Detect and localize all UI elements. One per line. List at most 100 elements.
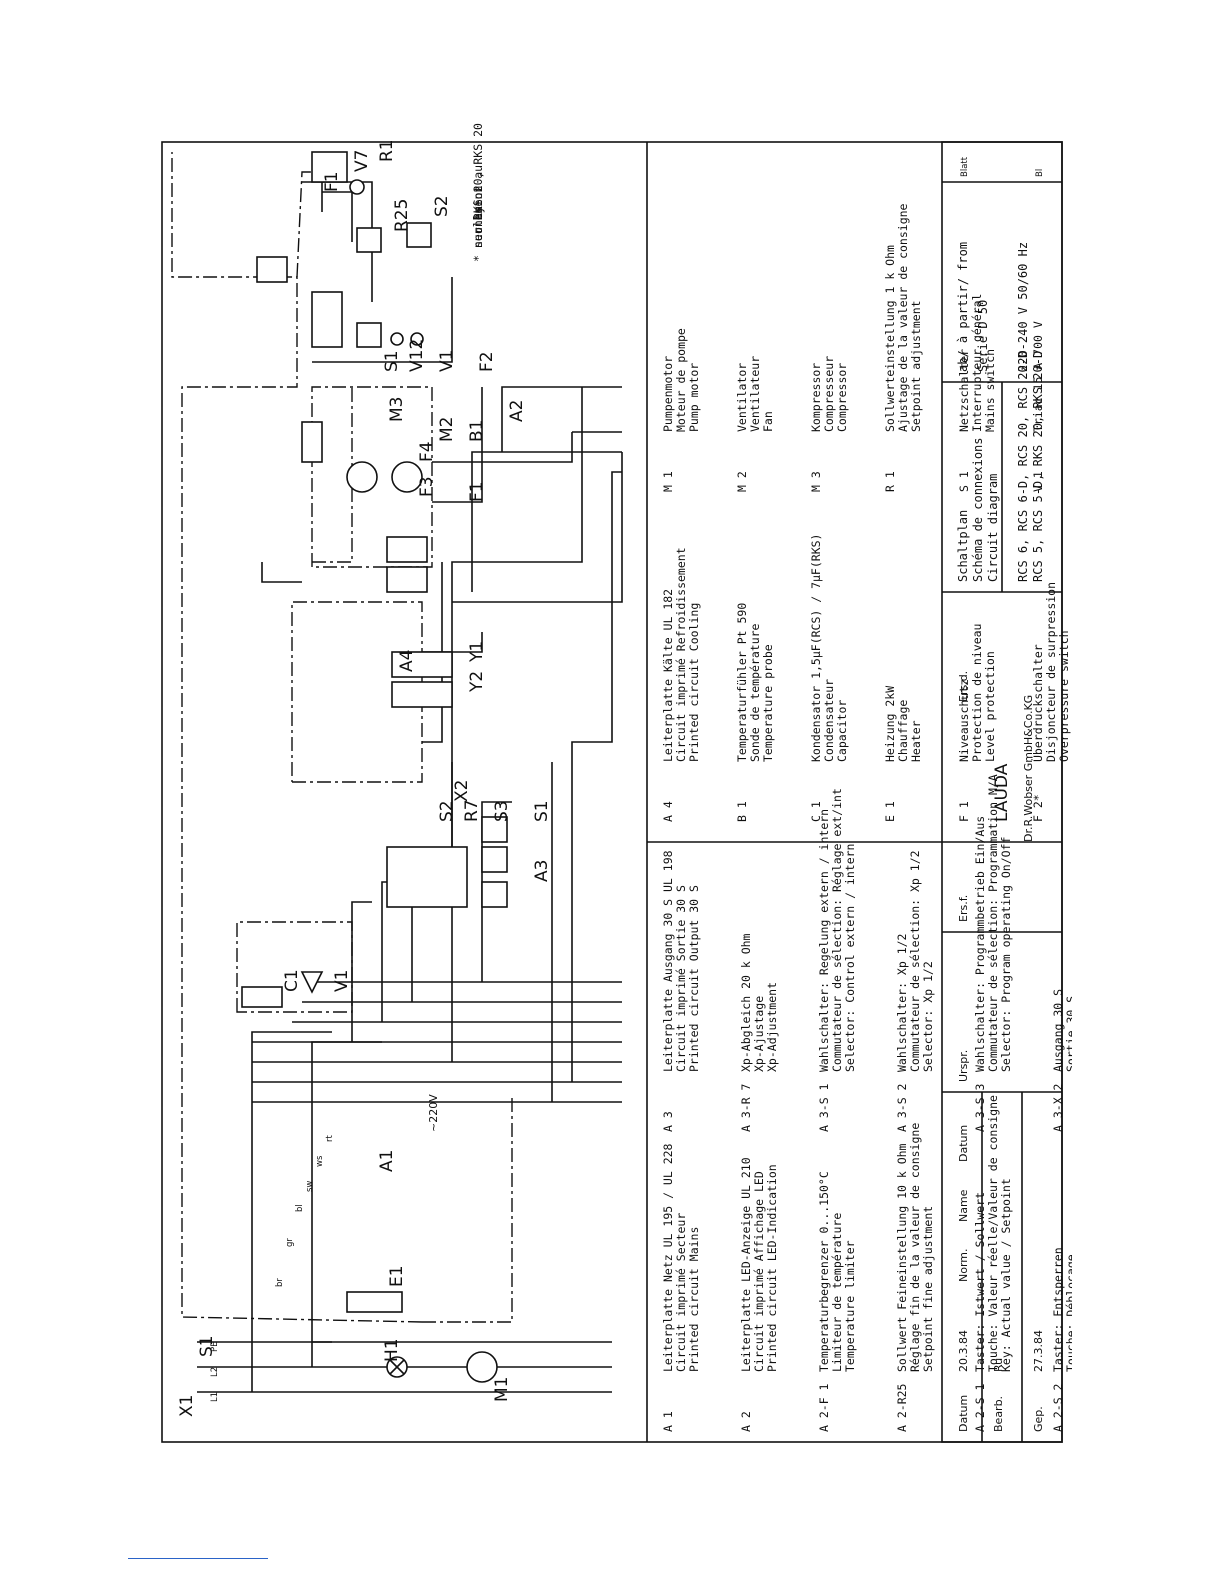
label-v1: V1	[332, 970, 352, 992]
legend-line: Fan	[761, 411, 775, 432]
legend-line: Überdruckschalter	[1029, 644, 1045, 762]
legend-code: V 1	[1031, 471, 1045, 492]
legend-line: Compressor	[835, 363, 849, 432]
drawing-sheet: X1 S1 L1 L2 PE H1 M1 E1 A1 ~220V C1 V1 A…	[152, 122, 1072, 1462]
legend-line: Key: Actual value / Setpoint	[999, 1178, 1013, 1372]
svg-text:V12: V12	[407, 339, 427, 372]
legend-line: Touche: Déblocage	[1064, 1254, 1072, 1372]
svg-text:R25: R25	[392, 199, 412, 232]
label-220v: ~220V	[427, 1094, 440, 1132]
bottom-rule	[128, 1558, 268, 1559]
legend-line: Condensateur	[822, 679, 836, 762]
label-x1: X1	[177, 1395, 197, 1417]
legend-code: A 4	[661, 801, 675, 822]
legend-line: Commutateur de sélection: Programmation …	[986, 774, 1000, 1072]
legend-line: Touche: Valeur réelle/Valeur de consigne	[986, 1095, 1000, 1372]
legend-line: Ventilateur	[748, 356, 762, 432]
legend-code: B 1	[735, 801, 749, 822]
legend-line: Temperature probe	[761, 644, 775, 762]
legend-line: Printed circuit Output 30 S	[687, 885, 701, 1072]
legend-line: Leiterplatte Ausgang 30 S UL 198	[661, 850, 675, 1072]
legend-line: Pumpenmotor	[661, 356, 675, 432]
svg-text:V1: V1	[437, 350, 457, 372]
output-x2-symbol	[386, 846, 468, 908]
legend-code: E 1	[883, 801, 897, 822]
label-a4: A4	[397, 650, 417, 672]
legend-line: Circuit imprimé Refroidissement	[674, 547, 688, 762]
legend-line: Limiteur de température	[830, 1213, 844, 1372]
svg-text:F3: F3	[417, 476, 437, 497]
svg-text:F4: F4	[417, 441, 437, 462]
legend-line: Taster: Istwert / Sollwert	[973, 1192, 987, 1372]
legend-line: Taster: Entsperren	[1051, 1247, 1065, 1372]
svg-text:A2: A2	[507, 400, 527, 422]
svg-text:Gep.: Gep.	[1032, 1406, 1045, 1432]
company-subtitle: Dr.R.Wobser GmbH&Co.KG	[1022, 695, 1035, 842]
svg-text:M2: M2	[437, 417, 457, 442]
legend-code: A 2-S 1	[973, 1383, 987, 1432]
models-line-1: RCS 6, RCS 6-D, RCS 20, RCS 20-D	[1016, 351, 1030, 582]
legend-line: Commutateur de sélection: Réglage ext/in…	[830, 788, 844, 1072]
legend-line: Interrupteur général	[970, 294, 984, 432]
legend-code: A 3-S 3	[973, 1083, 987, 1132]
legend-line: Temperaturbegrenzer 0...150°C	[817, 1171, 831, 1372]
svg-text:S3: S3	[492, 800, 512, 822]
svg-text:B1: B1	[467, 420, 487, 442]
solenoid-y1-symbol	[391, 651, 453, 678]
legend-code: A 3-R 7	[739, 1083, 753, 1132]
switch-s2-symbol	[406, 222, 432, 248]
legend-line: Xp-Abgleich 20 k Ohm	[739, 933, 753, 1072]
legend-line: Xp-Ajustage	[752, 996, 766, 1072]
legend-code: A 2-R25	[895, 1384, 909, 1432]
legend-line: Circuit imprimé Secteur	[674, 1213, 688, 1372]
legend-code: A 3-X 2	[1051, 1084, 1065, 1132]
title-en: Circuit diagram	[986, 474, 1000, 582]
legend-line: Sollwerteinstellung 1 k Ohm	[883, 245, 897, 432]
legend-line: Leiterplatte Kälte UL 182	[661, 589, 675, 762]
legend-code: C 1	[809, 801, 823, 822]
component-labels: X1 S1 L1 L2 PE H1 M1 E1 A1 ~220V C1 V1 A…	[177, 139, 552, 1417]
fan-m2-symbol	[346, 461, 378, 493]
component-symbols	[241, 151, 508, 1383]
voltage: 220-240 V 50/60 Hz	[1016, 242, 1030, 372]
legend-code: F 2*	[1031, 794, 1045, 822]
svg-text:only on: only on	[471, 186, 485, 234]
label-c1: C1	[282, 969, 302, 992]
legend-line: Setpoint adjustment	[909, 300, 923, 432]
svg-text:bl: bl	[295, 1204, 305, 1212]
models-line-2: RCS 5, RCS 5-D, RKS 20, RKS 20-D	[1031, 351, 1045, 582]
svg-text:ws: ws	[315, 1155, 325, 1167]
legend-line: Pump motor	[687, 363, 701, 432]
title-de: Schaltplan	[956, 510, 970, 582]
legend-line: Temperaturfühler Pt 590	[735, 603, 749, 762]
legend-line: Kondensator 1,5µF(RCS) / 7µF(RKS)	[809, 534, 823, 762]
legend-line: Netzschalter	[957, 349, 971, 432]
wiring	[197, 162, 623, 1393]
from-serial-1: ab/ à partir/ from	[956, 242, 970, 372]
note-block: * nur bei seulement au only on RKS 20, R…	[471, 122, 485, 262]
legend-line: Chauffage	[896, 700, 910, 762]
legend-line: Triac 15 A 700 V	[1031, 321, 1045, 432]
legend-line: Capacitor	[835, 700, 849, 762]
svg-text:Ers.f.: Ers.f.	[957, 895, 970, 922]
svg-text:Blatt: Blatt	[960, 156, 970, 177]
svg-text:S2: S2	[432, 195, 452, 217]
legend-line: Wahlschalter: Programmbetrieb Ein/Aus	[973, 816, 987, 1072]
legend-line: Circuit imprimé Sortie 30 S	[674, 885, 688, 1072]
label-x2: X2	[452, 780, 472, 802]
legend-code: A 3	[661, 1111, 675, 1132]
svg-text:R1: R1	[377, 139, 397, 162]
legend-line: Compresseur	[822, 356, 836, 432]
display-digits	[311, 291, 343, 348]
label-s1: S1	[197, 1335, 217, 1357]
svg-text:Datum: Datum	[957, 1395, 970, 1432]
title-block: Datum 20.3.84 Bearb. Ru Gep. 27.3.84 Nor…	[941, 141, 1063, 1443]
svg-text:F2: F2	[477, 351, 497, 372]
svg-text:R7: R7	[462, 799, 482, 822]
legend-line: Protection de niveau	[970, 624, 984, 762]
legend-line: Printed circuit Mains	[687, 1227, 701, 1372]
svg-text:Datum: Datum	[957, 1125, 970, 1162]
